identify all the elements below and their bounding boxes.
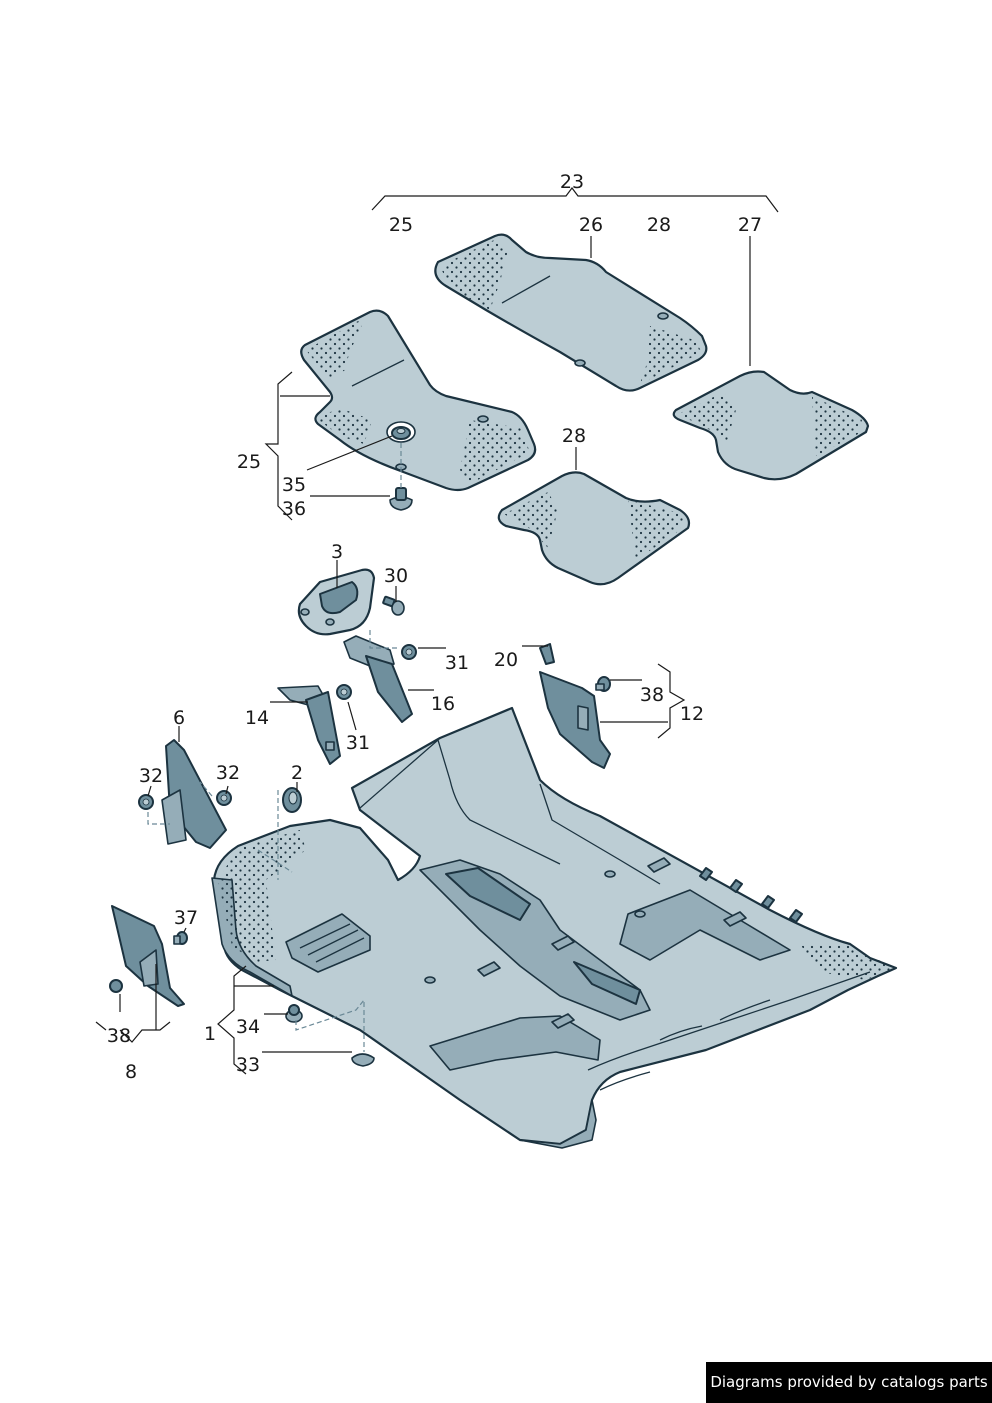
part-12-trim-panel bbox=[539, 671, 611, 769]
callout-25-left: 25 bbox=[237, 451, 261, 473]
screw-38-right bbox=[595, 676, 611, 692]
mat-fastener-35 bbox=[386, 421, 416, 443]
footer-banner: Diagrams provided by catalogs parts bbox=[706, 1362, 992, 1403]
nut-32-left bbox=[138, 794, 154, 810]
callout-20: 20 bbox=[494, 649, 518, 671]
callout-33: 33 bbox=[236, 1054, 260, 1076]
grommet-34 bbox=[285, 1004, 303, 1023]
callout-31-upper: 31 bbox=[445, 652, 469, 674]
mat-fastener-36 bbox=[389, 487, 413, 511]
part-2-grommet bbox=[282, 787, 302, 813]
callout-1: 1 bbox=[204, 1023, 216, 1045]
callout-32-right: 32 bbox=[216, 762, 240, 784]
callout-38-right: 38 bbox=[640, 684, 664, 706]
part-6-trim-panel bbox=[161, 739, 227, 849]
screw-30 bbox=[382, 595, 405, 616]
callout-6: 6 bbox=[173, 707, 185, 729]
front-left-mat bbox=[300, 309, 537, 492]
leader-lines bbox=[95, 236, 751, 1075]
clip-37 bbox=[173, 931, 188, 945]
callout-28-top: 28 bbox=[647, 214, 671, 236]
callout-35: 35 bbox=[282, 474, 306, 496]
callout-37: 37 bbox=[174, 907, 198, 929]
callout-25-top: 25 bbox=[389, 214, 413, 236]
callout-8: 8 bbox=[125, 1061, 137, 1083]
part-3-bracket bbox=[297, 568, 376, 636]
callout-36: 36 bbox=[282, 498, 306, 520]
callout-30: 30 bbox=[384, 565, 408, 587]
main-floor-carpet bbox=[211, 706, 898, 1149]
callout-27: 27 bbox=[738, 214, 762, 236]
callout-28-mid: 28 bbox=[562, 425, 586, 447]
callout-labels: 23 25 26 28 27 28 25 35 36 3 30 31 20 38… bbox=[107, 171, 762, 1083]
nut-31-lower bbox=[336, 684, 352, 700]
callout-16: 16 bbox=[431, 693, 455, 715]
part-16-trim bbox=[343, 635, 413, 723]
screw-38-left bbox=[109, 979, 123, 993]
callout-31-lower: 31 bbox=[346, 732, 370, 754]
clip-33 bbox=[351, 1053, 375, 1067]
nut-31-upper bbox=[401, 644, 417, 660]
footer-text: Diagrams provided by catalogs parts bbox=[710, 1373, 988, 1391]
rear-right-mat bbox=[672, 370, 870, 481]
rear-left-mat bbox=[497, 471, 691, 586]
mat-set-bracket bbox=[371, 187, 779, 213]
clip-20 bbox=[539, 643, 555, 665]
callout-38-left: 38 bbox=[107, 1025, 131, 1047]
callout-32-left: 32 bbox=[139, 765, 163, 787]
nut-32-right bbox=[216, 790, 232, 806]
callout-3: 3 bbox=[331, 541, 343, 563]
front-right-mat bbox=[434, 233, 708, 392]
callout-26: 26 bbox=[579, 214, 603, 236]
callout-14: 14 bbox=[245, 707, 269, 729]
part-14-trim bbox=[277, 685, 341, 765]
callout-12: 12 bbox=[680, 703, 704, 725]
callout-23: 23 bbox=[560, 171, 584, 193]
callout-34: 34 bbox=[236, 1016, 260, 1038]
callout-2: 2 bbox=[291, 762, 303, 784]
part-8-trim-panel bbox=[111, 905, 185, 1007]
